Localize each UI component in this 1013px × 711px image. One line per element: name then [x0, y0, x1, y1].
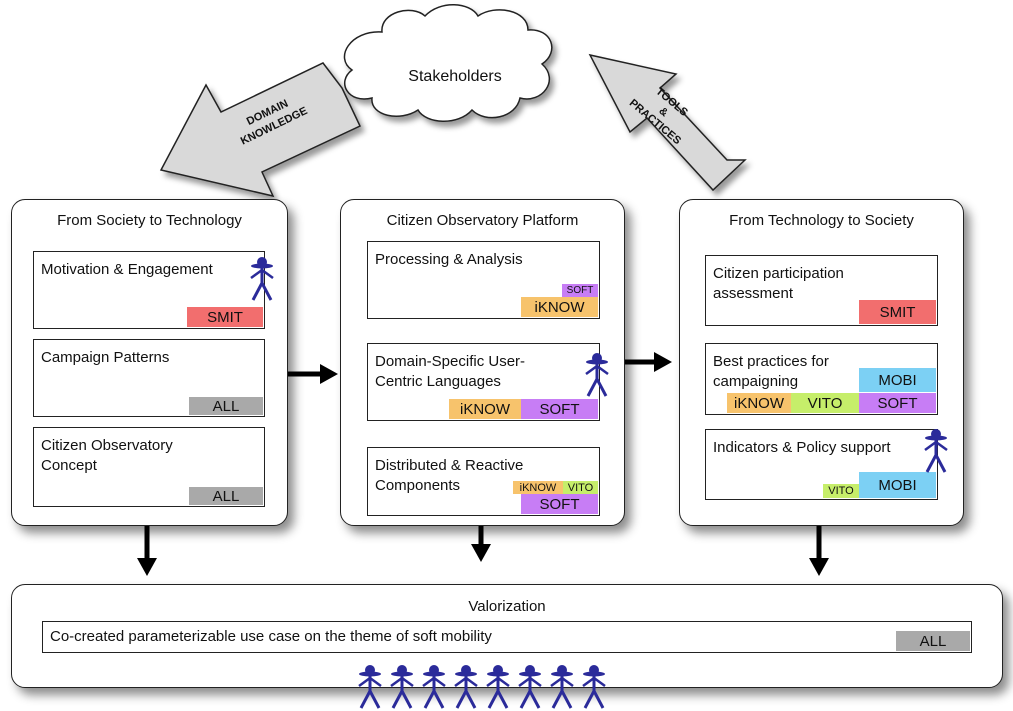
box-label: Motivation & Engagement — [41, 261, 213, 278]
use-case-box: Co-created parameterizable use case on t… — [42, 621, 972, 653]
vito-tag: VITO — [563, 481, 598, 494]
indicators-policy-box: Indicators & Policy support VITO MOBI — [705, 429, 938, 500]
soft-tag: SOFT — [521, 399, 598, 419]
person-icon — [250, 257, 274, 301]
person-icon — [585, 353, 609, 397]
box-label: Indicators & Policy support — [713, 439, 891, 456]
iknow-tag: iKNOW — [521, 297, 598, 317]
box-label: Citizen Observatory Concept — [41, 437, 173, 474]
panel-title: From Technology to Society — [729, 212, 914, 229]
valorization-panel: Valorization Co-created parameterizable … — [11, 584, 1003, 688]
box-label: Domain-Specific User- Centric Languages — [375, 353, 526, 390]
box-label: Co-created parameterizable use case on t… — [50, 628, 492, 645]
person-icon — [422, 665, 446, 709]
vito-tag: VITO — [823, 484, 859, 498]
middle-down-arrow — [471, 526, 491, 562]
campaign-patterns-box: Campaign Patterns ALL — [33, 339, 265, 417]
person-icon — [486, 665, 510, 709]
best-practices-box: Best practices for campaigning MOBI iKNO… — [705, 343, 938, 415]
vito-tag: VITO — [791, 393, 859, 413]
mobi-tag: MOBI — [859, 472, 936, 498]
iknow-tag: iKNOW — [449, 399, 521, 419]
domain-specific-languages-box: Domain-Specific User- Centric Languages … — [367, 343, 600, 421]
distributed-reactive-components-box: Distributed & Reactive Components iKNOW … — [367, 447, 600, 516]
stakeholders-cloud — [343, 4, 553, 122]
iknow-tag: iKNOW — [513, 481, 563, 494]
tools-practices-arrow — [588, 53, 747, 192]
person-icon — [390, 665, 414, 709]
stakeholder-crowd — [356, 664, 608, 710]
smit-tag: SMIT — [859, 300, 936, 324]
processing-analysis-box: Processing & Analysis SOFT iKNOW — [367, 241, 600, 319]
person-icon — [454, 665, 478, 709]
box-label: Citizen participation assessment — [713, 265, 844, 302]
smit-tag: SMIT — [187, 307, 263, 327]
technology-to-society-panel: From Technology to Society Citizen parti… — [679, 199, 964, 526]
citizen-participation-box: Citizen participation assessment SMIT — [705, 255, 938, 326]
soft-tag: SOFT — [521, 494, 598, 514]
panel-title: Valorization — [468, 598, 546, 615]
right-down-arrow — [809, 526, 829, 576]
citizen-observatory-platform-panel: Citizen Observatory Platform Processing … — [340, 199, 625, 526]
left-to-middle-arrow — [288, 364, 338, 384]
domain-knowledge-arrow — [159, 62, 361, 198]
stakeholders-label: Stakeholders — [408, 68, 502, 85]
citizen-observatory-concept-box: Citizen Observatory Concept ALL — [33, 427, 265, 507]
person-icon — [518, 665, 542, 709]
soft-tag: SOFT — [562, 284, 598, 297]
society-to-technology-panel: From Society to Technology Motivation & … — [11, 199, 288, 526]
soft-tag: SOFT — [859, 393, 936, 413]
all-tag: ALL — [189, 487, 263, 505]
motivation-engagement-box: Motivation & Engagement SMIT — [33, 251, 265, 329]
box-label: Campaign Patterns — [41, 349, 170, 366]
box-label: Processing & Analysis — [375, 251, 523, 268]
box-label: Distributed & Reactive Components — [375, 457, 524, 494]
iknow-tag: iKNOW — [727, 393, 791, 413]
all-tag: ALL — [896, 631, 970, 651]
left-down-arrow — [137, 526, 157, 576]
all-tag: ALL — [189, 397, 263, 415]
panel-title: Citizen Observatory Platform — [386, 212, 579, 229]
mobi-tag: MOBI — [859, 368, 936, 392]
person-icon — [358, 665, 382, 709]
person-icon — [550, 665, 574, 709]
panel-title: From Society to Technology — [57, 212, 242, 229]
person-icon — [924, 429, 948, 473]
person-icon — [582, 665, 606, 709]
middle-to-right-arrow — [622, 352, 672, 372]
box-label: Best practices for campaigning — [713, 353, 829, 390]
